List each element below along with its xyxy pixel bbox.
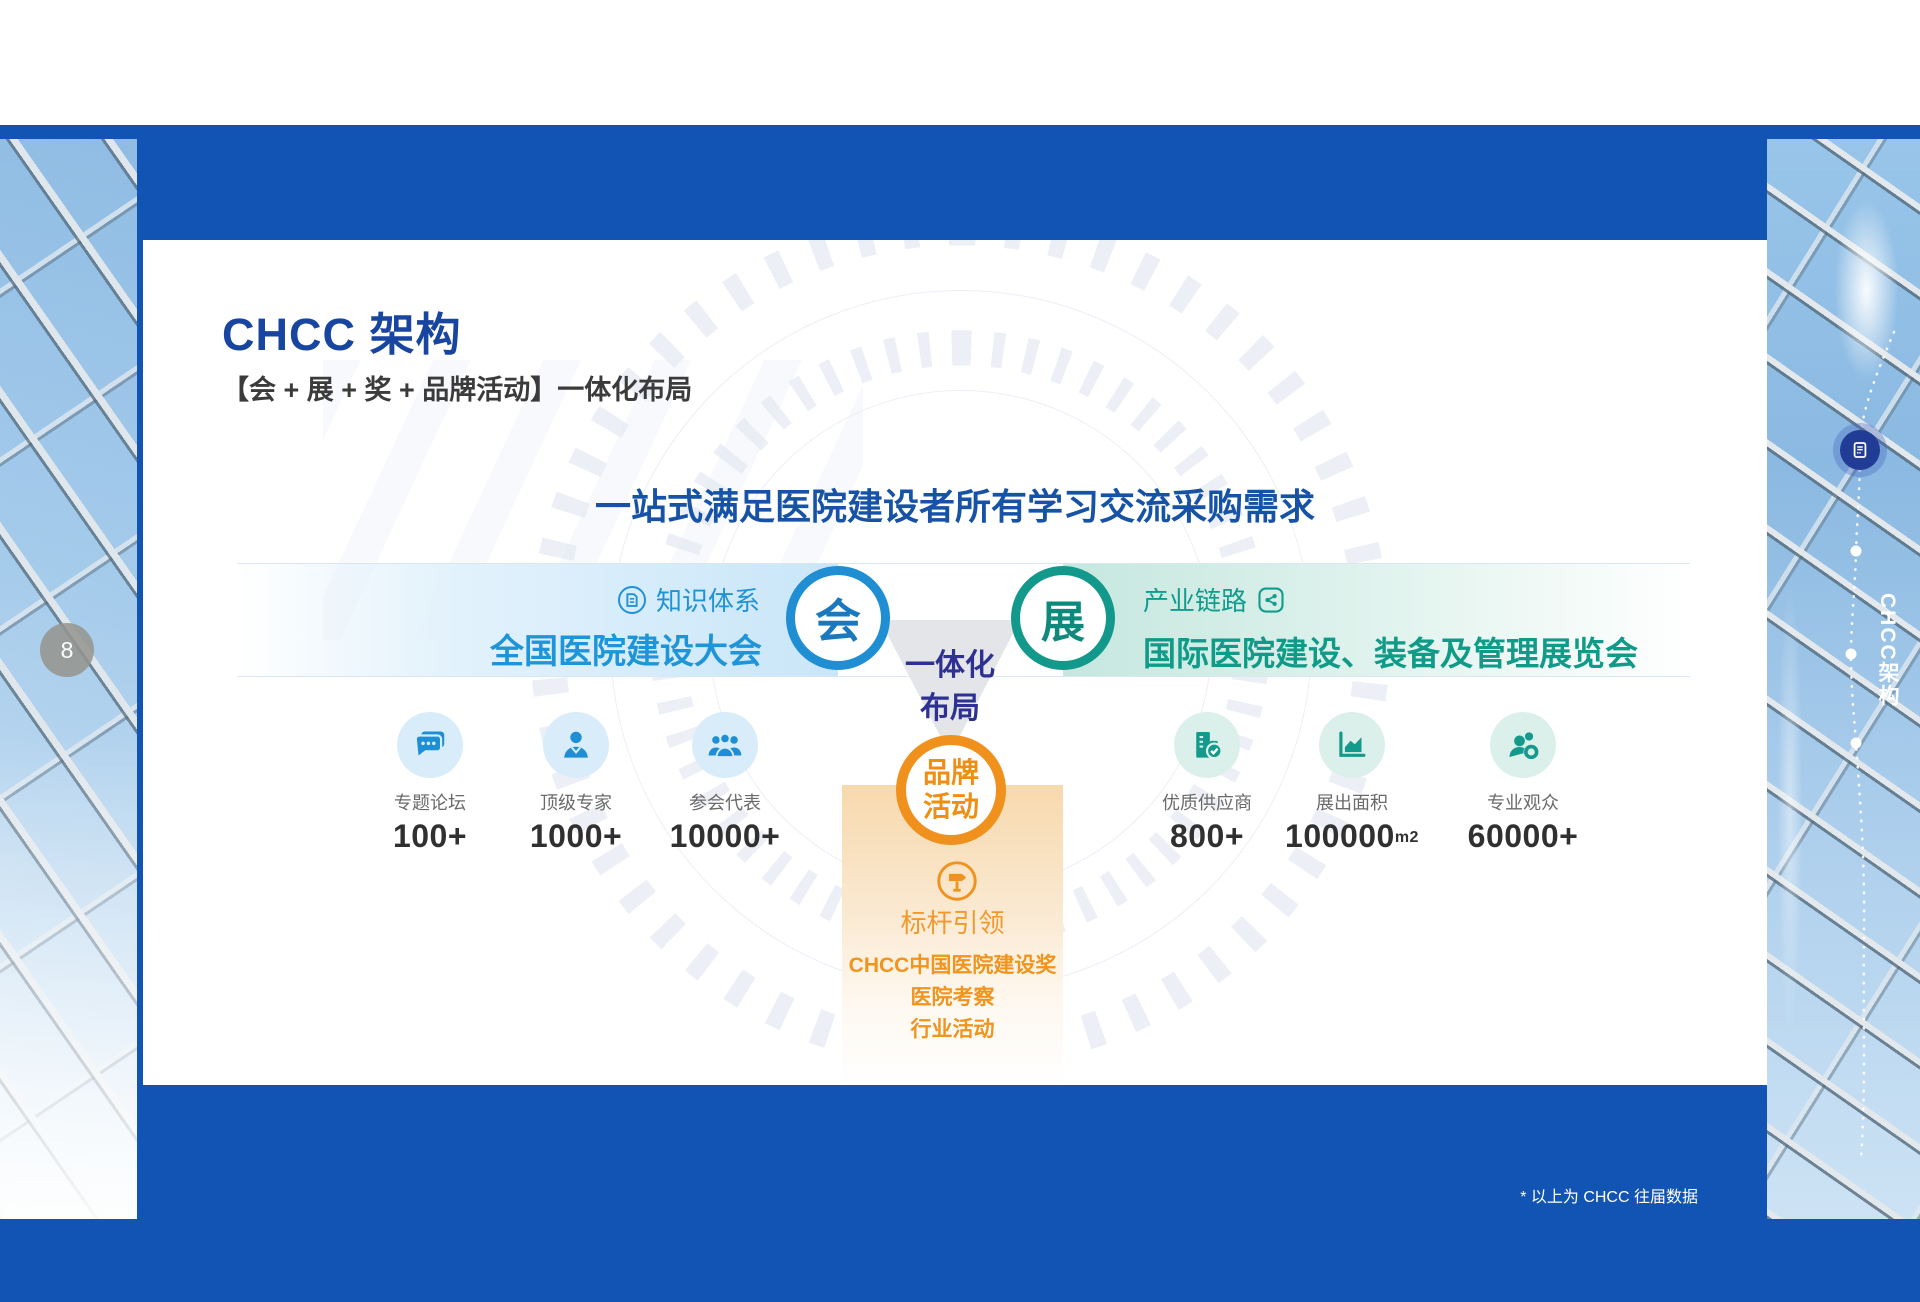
delegates-icon [692,712,758,778]
stat-label: 专业观众 [1487,793,1559,813]
conference-tagline-label: 知识体系 [655,586,760,616]
stat-value: 10000+ [669,818,781,854]
page-title: CHCC 架构 [222,309,462,360]
value-proposition-heading: 一站式满足医院建设者所有学习交流采购需求 [594,486,1315,527]
page-number: 8 [60,636,74,663]
nav-dotted-path [1845,330,1896,1160]
stat-experts: 顶级专家 1000+ [491,712,661,855]
expert-icon [543,712,609,778]
area-chart-icon [1319,712,1385,778]
page-number-badge: 8 [40,623,94,677]
stat-unit: m2 [1394,829,1419,846]
stat-value: 100000m2 [1285,818,1419,854]
conference-name: 全国医院建设大会 [490,633,762,671]
stat-label: 参会代表 [689,793,761,813]
brand-tagline: 标杆引领 [900,908,1005,938]
nav-current-slide-node [1840,430,1880,470]
brand-item: 医院考察 [910,986,995,1009]
hub-label-line2: 布局 [920,692,980,725]
signpost-icon [936,860,978,902]
conference-tagline: 知识体系 [617,581,760,618]
industry-chain-icon [1256,585,1286,615]
conference-badge: 会 [786,566,890,670]
stat-area: 展出面积 100000m2 [1267,712,1437,855]
right-glass-photo [1767,139,1920,1219]
forum-icon [397,712,463,778]
side-tab-label: CHCC架构 [1876,593,1899,708]
brand-item: 行业活动 [910,1018,995,1041]
stat-forums: 专题论坛 100+ [345,712,515,855]
stat-label: 展出面积 [1316,793,1388,813]
conference-band [237,564,838,676]
stat-label: 顶级专家 [540,793,612,813]
page-subtitle: 【会 + 展 + 奖 + 品牌活动】一体化布局 [222,375,693,405]
stat-visitors: 专业观众 60000+ [1438,712,1608,855]
supplier-icon [1174,712,1240,778]
expo-tagline-label: 产业链路 [1143,586,1248,616]
band-rule-top [237,563,1690,564]
brand-badge: 品牌 活动 [896,735,1006,845]
stat-value: 1000+ [529,818,623,854]
stat-value: 100+ [392,818,468,854]
visitors-icon [1490,712,1556,778]
brand-badge-line1: 品牌 [922,757,979,788]
brand-badge-line2: 活动 [922,791,979,822]
top-white-strip [0,0,1920,125]
expo-badge-glyph: 展 [1041,598,1085,647]
stat-delegates: 参会代表 10000+ [640,712,810,855]
footnote: * 以上为 CHCC 往届数据 [1520,1189,1698,1206]
brand-items: CHCC中国医院建设奖 医院考察 行业活动 [807,950,1098,1046]
brand-item: CHCC中国医院建设奖 [848,954,1057,977]
stat-value: 60000+ [1467,818,1579,854]
expo-badge: 展 [1011,566,1115,670]
slide-card: CHCC 架构 【会 + 展 + 奖 + 品牌活动】一体化布局 一站式满足医院建… [143,240,1767,1085]
document-icon [1847,437,1873,463]
expo-name: 国际医院建设、装备及管理展览会 [1143,635,1638,672]
knowledge-icon [617,585,647,615]
expo-tagline: 产业链路 [1143,581,1286,618]
expo-band [1063,564,1690,676]
stat-label: 专题论坛 [394,793,466,813]
conference-badge-glyph: 会 [815,595,861,647]
left-glass-photo [0,139,137,1219]
hub-label-line1: 一体化 [905,649,995,682]
